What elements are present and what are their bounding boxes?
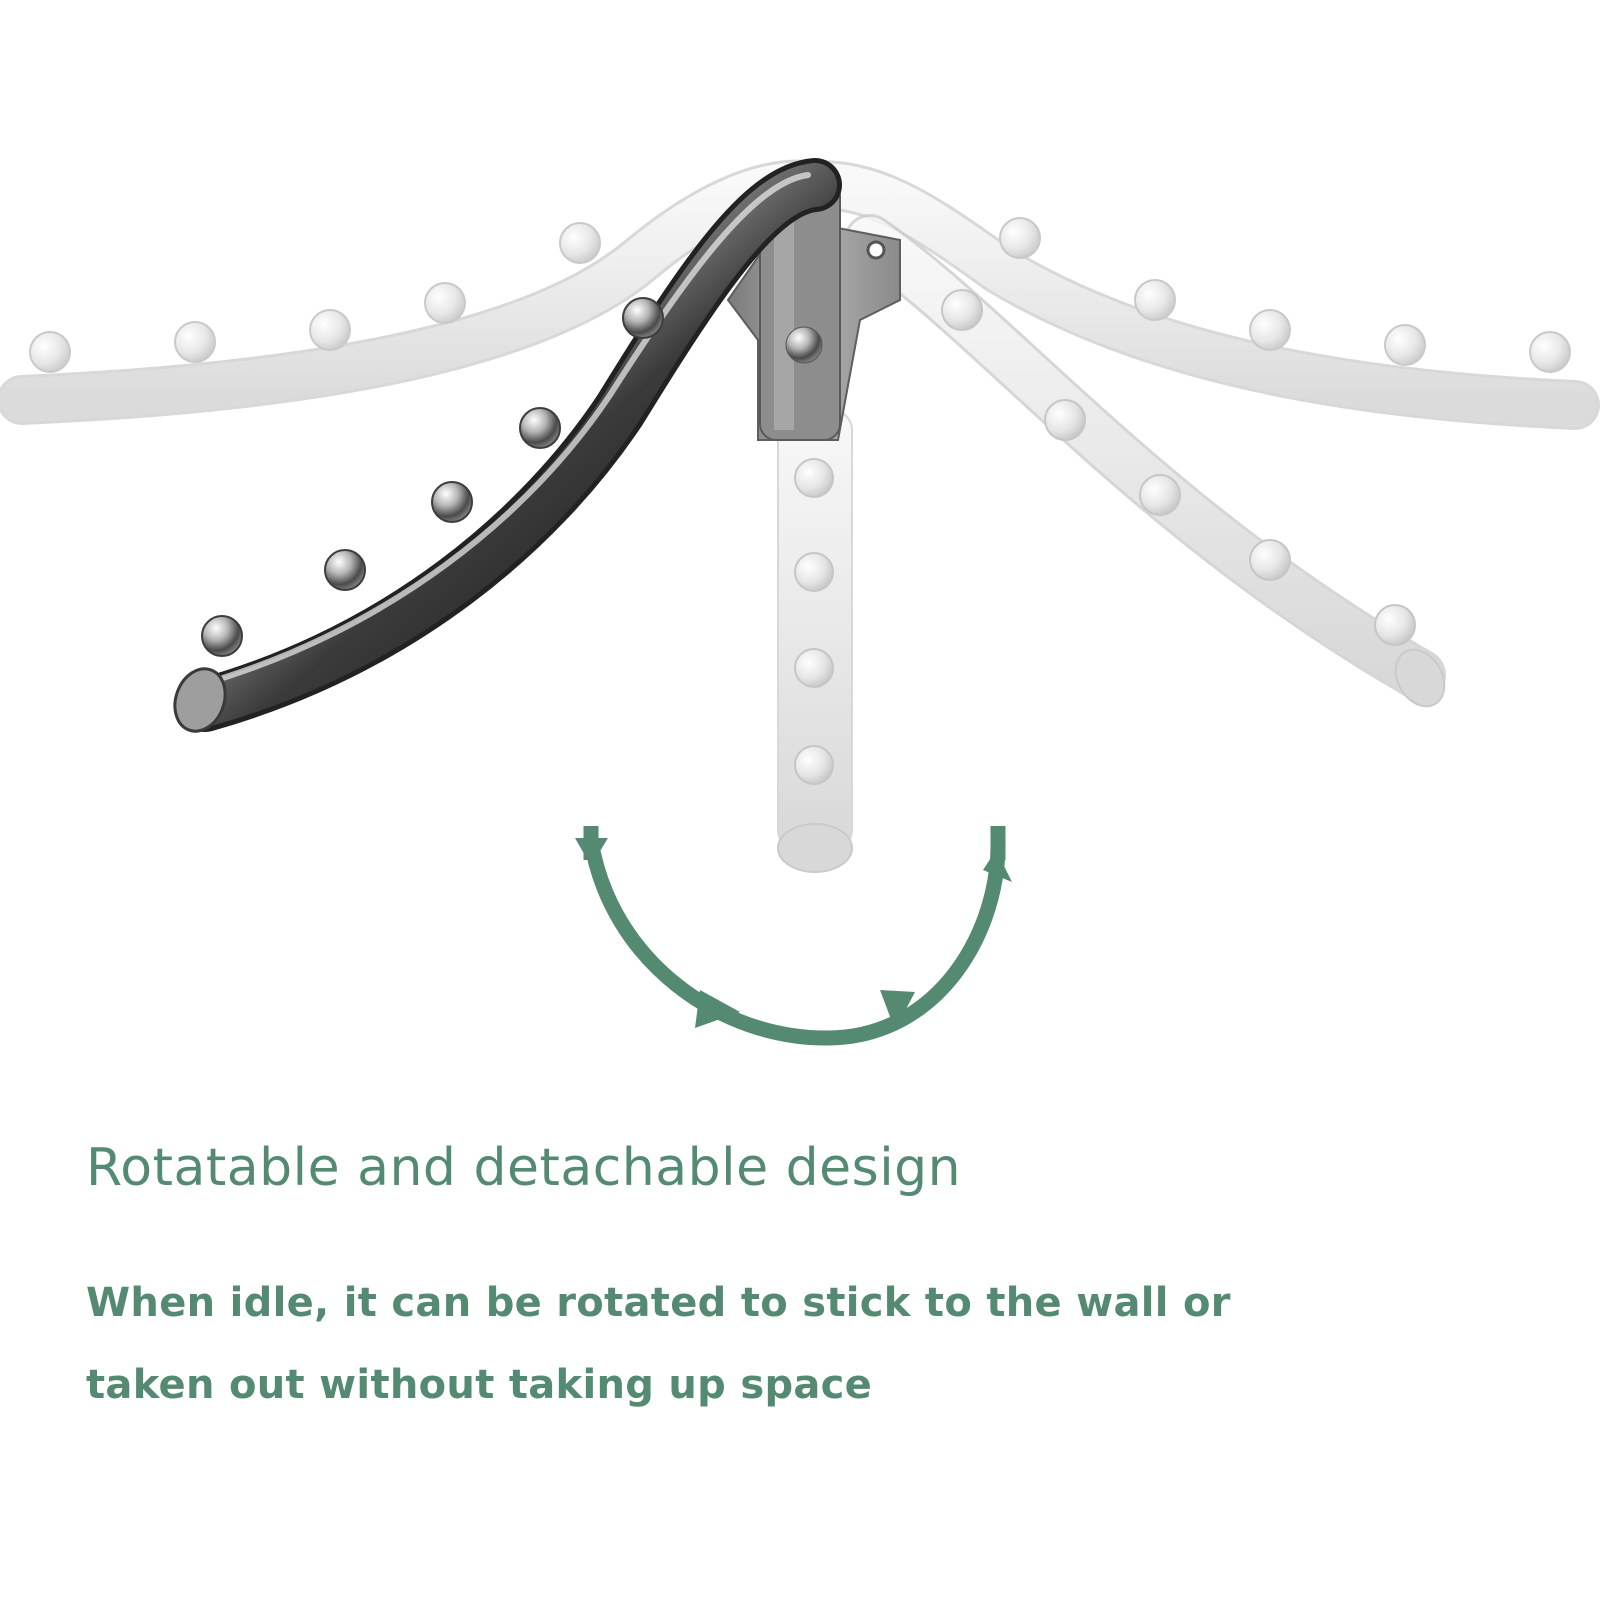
ghost-arm-right-down (844, 214, 1446, 708)
swing-arm-icon (173, 158, 842, 733)
wall-mount-bracket-icon (726, 179, 901, 441)
description-line-1: When idle, it can be rotated to stick to… (86, 1280, 1231, 1326)
ghost-arm-center (777, 409, 853, 873)
description-line-2: taken out without taking up space (86, 1362, 873, 1408)
description: When idle, it can be rotated to stick to… (86, 1262, 1406, 1426)
rotation-arrow-icon (575, 826, 1012, 1046)
ghost-arm-right (795, 160, 1600, 430)
product-illustration (0, 158, 1600, 1046)
page-title: Rotatable and detachable design (86, 1138, 962, 1198)
ghost-arm-left (0, 159, 835, 425)
